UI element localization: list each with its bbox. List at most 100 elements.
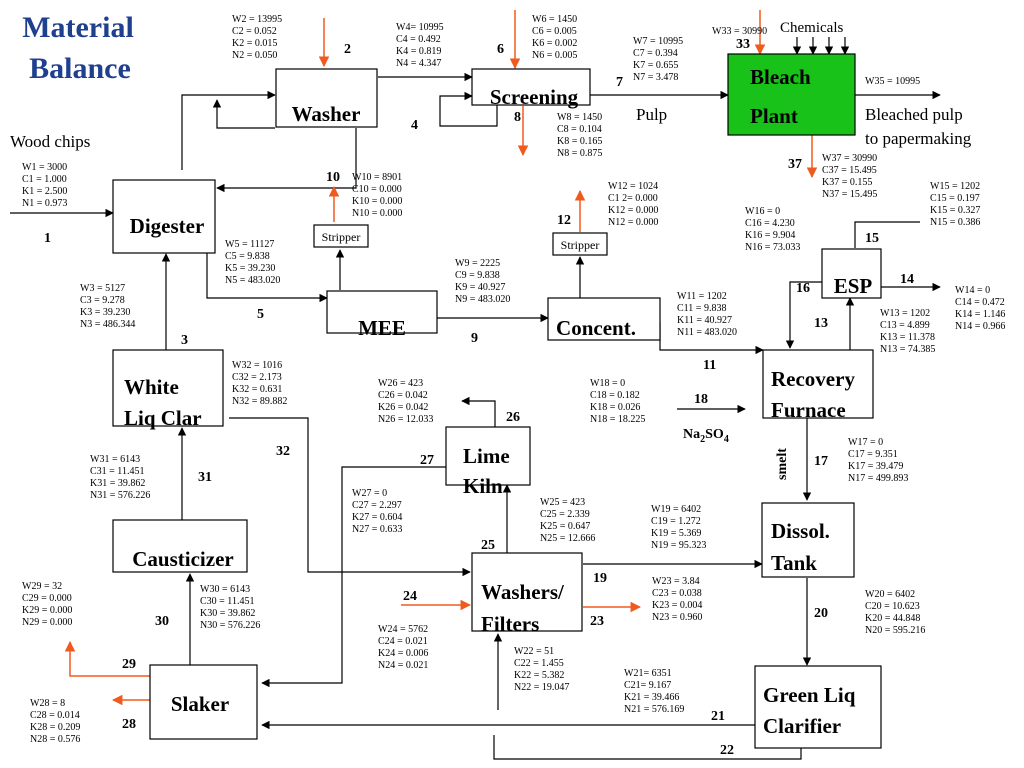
flow-washer-recycle	[212, 99, 275, 129]
flow-lines	[10, 37, 941, 760]
stream-value: C4 = 0.492	[396, 34, 441, 45]
unit-washers-filters: Washers/ Filters	[471, 552, 583, 636]
stream-value: N30 = 576.226	[200, 620, 260, 631]
stream-value: K29 = 0.000	[22, 605, 72, 616]
stream-value: C1 2= 0.000	[608, 193, 658, 204]
unit-digester: Digester	[112, 179, 216, 254]
unit-mee: MEE	[326, 290, 438, 340]
stream-numbers: 1234567891011121314151617181920212223242…	[44, 37, 914, 758]
stream-value: W5 = 11127	[225, 239, 274, 250]
stream-value: N7 = 3.478	[633, 72, 678, 83]
diagram-title: Material Balance	[22, 11, 134, 85]
unit-label: Concent.	[556, 316, 636, 340]
stream-number-3: 3	[181, 333, 188, 348]
stream-value: W3 = 5127	[80, 283, 125, 294]
stream-value: C32 = 2.173	[232, 372, 282, 383]
stream-value: N26 = 12.033	[378, 414, 433, 425]
unit-green-liq-clarifier: Green Liq Clarifier	[754, 665, 882, 749]
stream-value: W21= 6351	[624, 668, 672, 679]
stream-value: C27 = 2.297	[352, 500, 402, 511]
stream-value: W4= 10995	[396, 22, 444, 33]
stream-value: W12 = 1024	[608, 181, 658, 192]
stream-number-30: 30	[155, 614, 169, 629]
stream-value: C14 = 0.472	[955, 297, 1005, 308]
stream-value: W26 = 423	[378, 378, 423, 389]
stream-value: W30 = 6143	[200, 584, 250, 595]
title-line-2: Balance	[29, 52, 131, 85]
flow-15	[854, 221, 920, 248]
stream-value: C1 = 1.000	[22, 174, 67, 185]
unit-label: ESP	[834, 274, 873, 298]
unit-label: Stripper	[561, 238, 600, 252]
stream-number-7: 7	[616, 75, 623, 90]
stream-value: W7 = 10995	[633, 36, 683, 47]
stream-value: W10 = 8901	[352, 172, 402, 183]
stream-value: N24 = 0.021	[378, 660, 428, 671]
flow-26	[461, 396, 496, 427]
stream-value: C8 = 0.104	[557, 124, 602, 135]
stream-value: W37 = 30990	[822, 153, 877, 164]
stream-number-2: 2	[344, 42, 351, 57]
stream-value: N37 = 15.495	[822, 189, 877, 200]
stream-value: N11 = 483.020	[677, 327, 737, 338]
flow-22-loop	[493, 735, 802, 760]
stream-value: W35 = 10995	[865, 76, 920, 87]
stream-number-37: 37	[788, 157, 802, 172]
stream-value: N20 = 595.216	[865, 625, 925, 636]
stream-value: W27 = 0	[352, 488, 387, 499]
stream-number-26: 26	[506, 410, 520, 425]
stream-value: W23 = 3.84	[652, 576, 700, 587]
stream-value: K10 = 0.000	[352, 196, 402, 207]
stream-value: W2 = 13995	[232, 14, 282, 25]
stream-value: N9 = 483.020	[455, 294, 510, 305]
stream-value: K19 = 5.369	[651, 528, 701, 539]
note-na2so4: Na2SO4	[683, 427, 729, 445]
stream-value: W22 = 51	[514, 646, 554, 657]
stream-number-1: 1	[44, 231, 51, 246]
stream-value: C20 = 10.623	[865, 601, 920, 612]
stream-value: C24 = 0.021	[378, 636, 428, 647]
unit-label-2: Kiln	[463, 474, 503, 498]
stream-value: C23 = 0.038	[652, 588, 702, 599]
unit-label-2: Furnace	[771, 398, 846, 422]
unit-stripper-mee: Stripper	[313, 224, 369, 248]
stream-number-31: 31	[198, 470, 212, 485]
stream-value: K37 = 0.155	[822, 177, 872, 188]
unit-label: Washer	[292, 102, 361, 126]
unit-washer: Washer	[275, 68, 378, 128]
stream-value: W8 = 1450	[557, 112, 602, 123]
stream-s33-data: W33 = 30990	[712, 26, 767, 37]
stream-value: K26 = 0.042	[378, 402, 428, 413]
stream-number-16: 16	[796, 281, 810, 296]
stream-value: W13 = 1202	[880, 308, 930, 319]
stream-value: K9 = 40.927	[455, 282, 505, 293]
unit-label-2: Filters	[481, 612, 539, 636]
stream-number-17: 17	[814, 454, 828, 469]
stream-value: N17 = 499.893	[848, 473, 908, 484]
stream-value: C21= 9.167	[624, 680, 671, 691]
stream-value: W16 = 0	[745, 206, 780, 217]
stream-value: N14 = 0.966	[955, 321, 1005, 332]
note-chemicals: Chemicals	[780, 20, 843, 36]
stream-value: K7 = 0.655	[633, 60, 678, 71]
stream-value: N23 = 0.960	[652, 612, 702, 623]
stream-number-27: 27	[420, 453, 434, 468]
stream-number-28: 28	[122, 717, 136, 732]
